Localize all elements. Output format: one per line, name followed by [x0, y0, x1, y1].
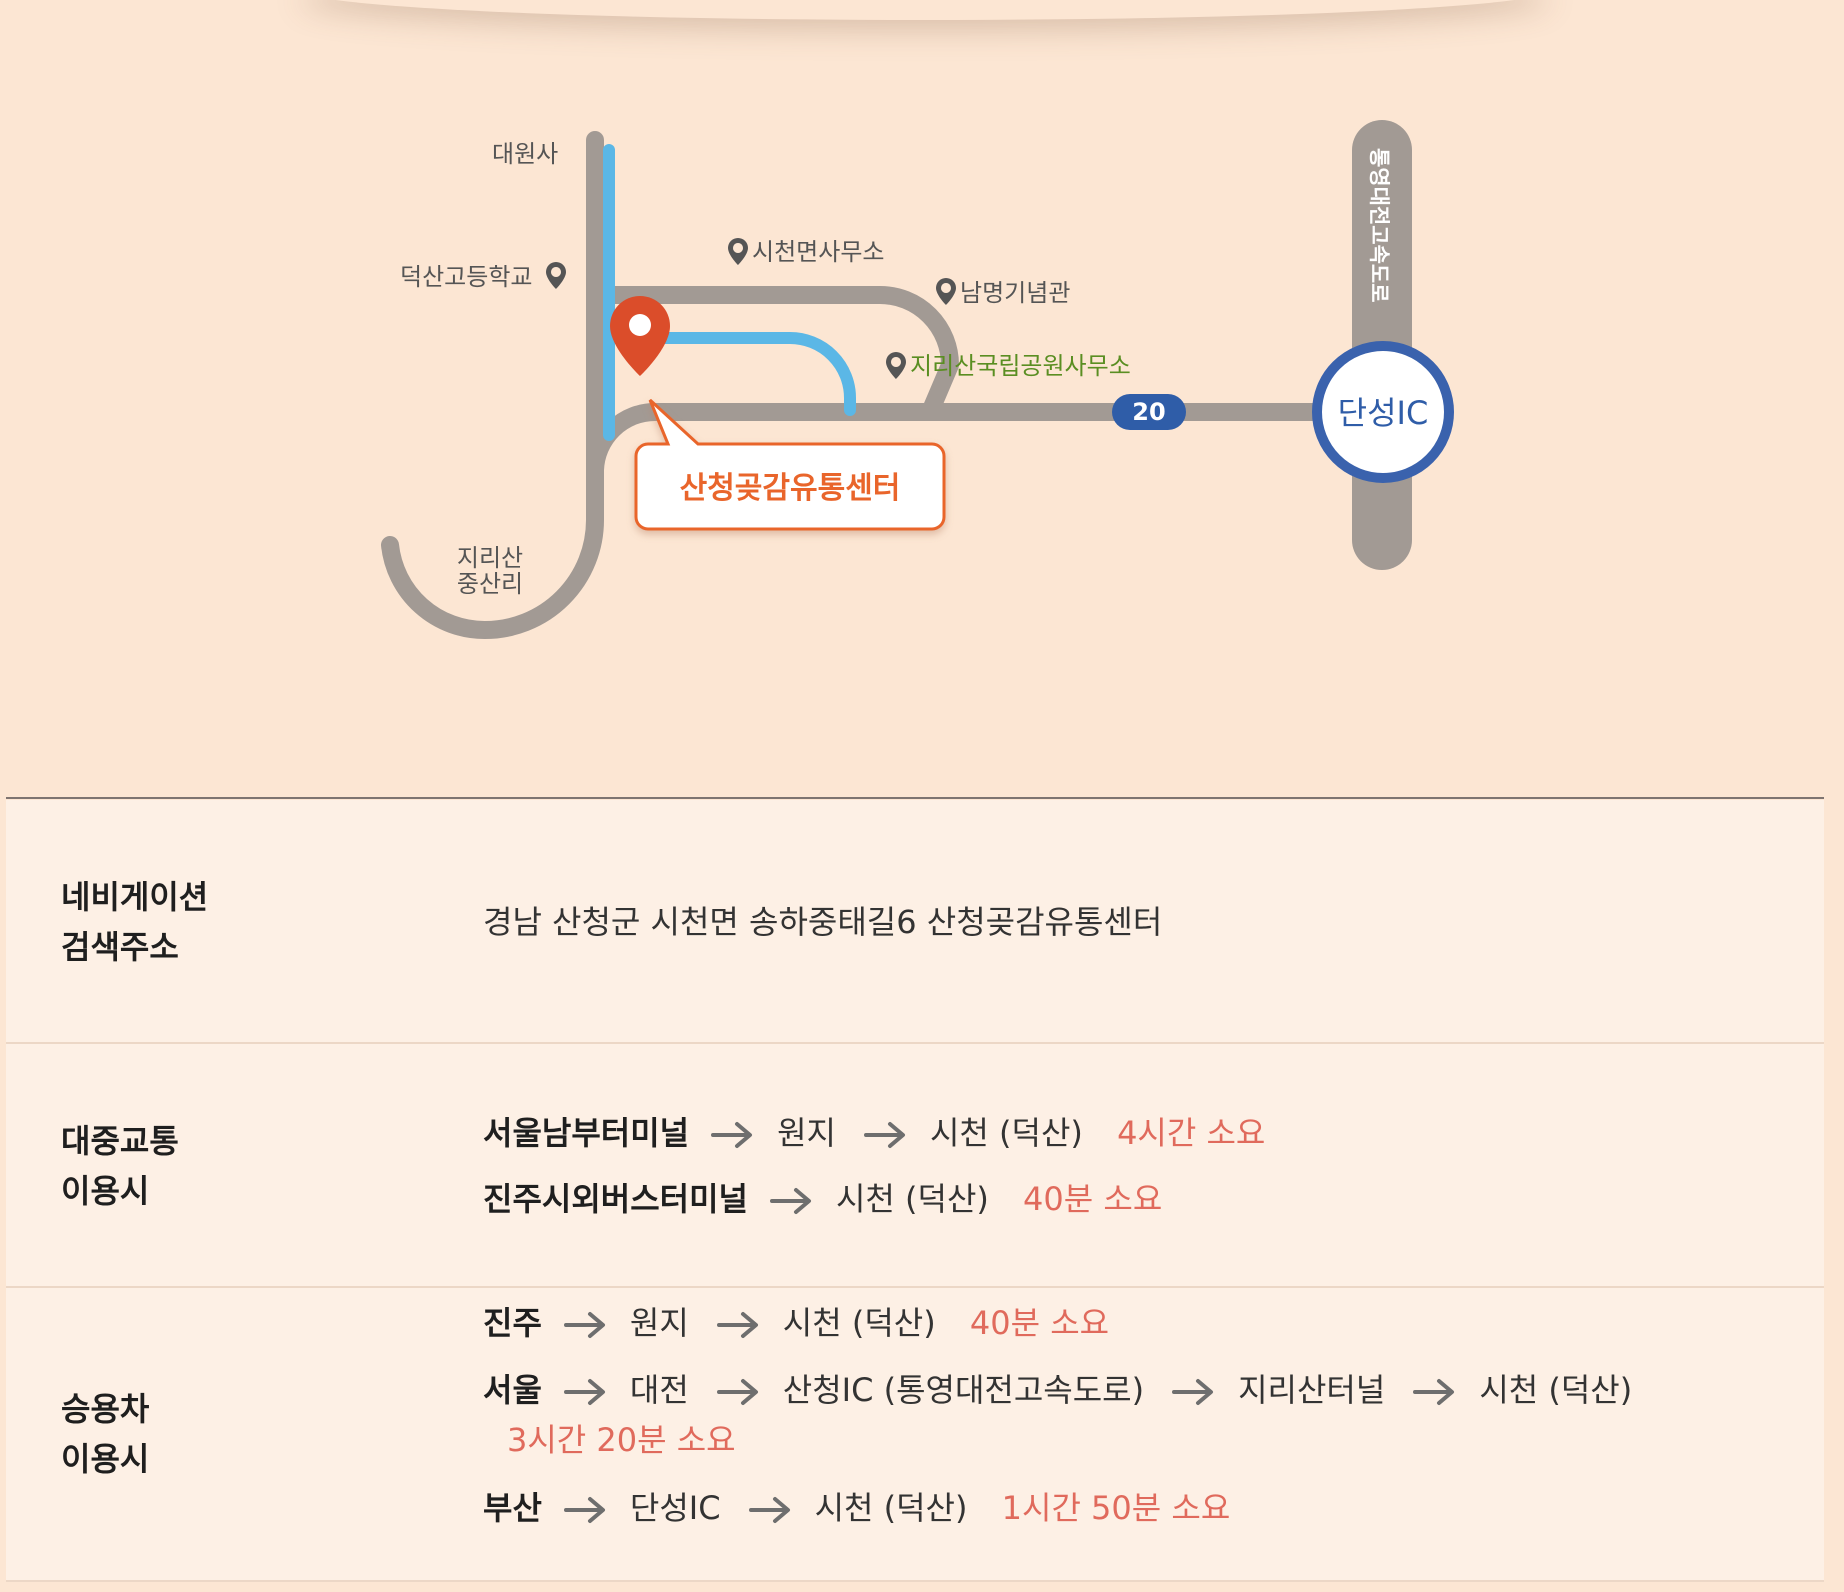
map-pin-icon: [936, 278, 956, 305]
directions-info-table: 네비게이션 검색주소 경남 산청군 시천면 송하중태길6 산청곶감유통센터 대중…: [6, 800, 1824, 1582]
map-pin-icon: [728, 238, 748, 265]
place-jirisan-park-office: 지리산국립공원사무소: [886, 352, 1131, 380]
directions-map: 20 단성IC 통영대전고속도로 대원사 덕산고등학교 시천면사무소 남명기념관…: [381, 120, 1454, 640]
map-pin-icon: [546, 262, 566, 289]
arrow-right-icon: [562, 1483, 610, 1533]
arrow-right-icon: [715, 1365, 763, 1415]
svg-text:남명기념관: 남명기념관: [960, 279, 1070, 307]
route-20-badge: 20: [1112, 394, 1186, 430]
arrow-right-icon: [1170, 1365, 1218, 1415]
svg-text:덕산고등학교: 덕산고등학교: [400, 263, 532, 291]
road-to-ic: [586, 403, 1389, 479]
place-daewonsa: 대원사: [492, 140, 558, 168]
row-navigation: 네비게이션 검색주소 경남 산청군 시천면 송하중태길6 산청곶감유통센터: [6, 800, 1824, 1044]
destination-callout: [634, 398, 946, 531]
svg-text:지리산국립공원사무소: 지리산국립공원사무소: [910, 352, 1131, 380]
interchange-ic: 단성IC: [1312, 341, 1454, 483]
arrow-right-icon: [709, 1108, 757, 1158]
location-pin-icon: [610, 296, 670, 376]
row-label-public-transport: 대중교통 이용시: [61, 1122, 179, 1210]
svg-text:시천면사무소: 시천면사무소: [752, 238, 884, 266]
arrow-right-icon: [715, 1298, 763, 1348]
place-sicheon-office: 시천면사무소: [728, 238, 884, 266]
route-highlight: [603, 144, 856, 441]
road-upper-loop: [586, 286, 959, 421]
place-deoksan-high-school: 덕산고등학교: [400, 262, 566, 291]
map-pin-icon: [886, 352, 906, 379]
destination-name: 산청곶감유통센터: [680, 471, 901, 506]
svg-text:중산리: 중산리: [457, 570, 523, 598]
route-time-line: 3시간 20분 소요: [507, 1421, 736, 1459]
arrow-right-icon: [768, 1174, 816, 1224]
road-network: [381, 120, 1412, 640]
svg-text:20: 20: [1132, 398, 1165, 426]
arrow-right-icon: [862, 1108, 910, 1158]
place-nammyeong-memorial: 남명기념관: [936, 278, 1070, 307]
row-label-navigation: 네비게이션 검색주소: [61, 878, 209, 966]
arrow-right-icon: [562, 1298, 610, 1348]
arrow-right-icon: [562, 1365, 610, 1415]
road-main-vertical: [381, 131, 604, 640]
row-label-car: 승용차 이용시: [61, 1390, 150, 1478]
place-jirisan-jungsanri: 지리산 중산리: [457, 544, 523, 598]
arrow-right-icon: [747, 1483, 795, 1533]
svg-text:단성IC: 단성IC: [1338, 394, 1429, 432]
svg-text:지리산: 지리산: [457, 544, 523, 572]
expressway-label: 통영대전고속도로: [1367, 148, 1391, 303]
arrow-right-icon: [1411, 1365, 1459, 1415]
route-loop: [609, 332, 856, 416]
section-divider: [6, 797, 1824, 799]
